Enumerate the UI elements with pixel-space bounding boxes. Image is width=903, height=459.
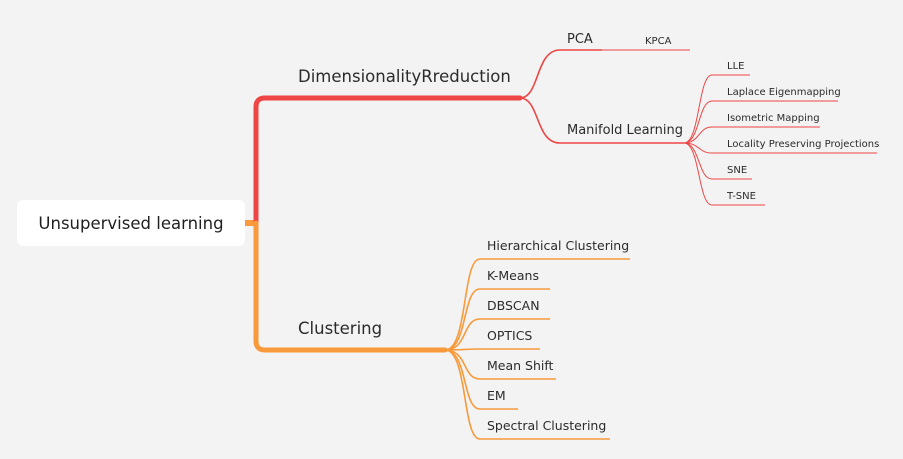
node-clustering[interactable]: Clustering xyxy=(298,319,383,338)
kmeans-connector xyxy=(444,288,550,351)
lpp-connector xyxy=(683,142,877,154)
node-sne[interactable]: SNE xyxy=(727,165,748,176)
node-locality-preserving-projections[interactable]: Locality Preserving Projections xyxy=(727,139,880,150)
spectral-connector xyxy=(444,349,610,440)
isometric-connector xyxy=(683,126,820,144)
node-t-sne[interactable]: T-SNE xyxy=(727,191,756,202)
clustering-trunk xyxy=(253,220,448,353)
tsne-connector xyxy=(683,142,765,206)
hierarchical-connector xyxy=(444,258,630,351)
node-kpca[interactable]: KPCA xyxy=(645,36,672,47)
node-k-means[interactable]: K-Means xyxy=(487,268,539,283)
node-lle[interactable]: LLE xyxy=(727,61,745,72)
optics-connector xyxy=(444,348,540,351)
node-laplace-eigenmapping[interactable]: Laplace Eigenmapping xyxy=(727,87,841,98)
dbscan-connector xyxy=(444,318,550,351)
laplace-connector xyxy=(683,100,838,144)
node-isometric-mapping[interactable]: Isometric Mapping xyxy=(727,113,820,124)
meanshift-connector xyxy=(444,349,556,380)
manifold-leaf-connectors xyxy=(683,74,877,206)
clustering-leaf-connectors xyxy=(444,258,630,440)
root-node[interactable]: Unsupervised learning xyxy=(17,200,245,246)
node-dbscan[interactable]: DBSCAN xyxy=(487,298,540,313)
node-manifold-learning[interactable]: Manifold Learning xyxy=(567,123,683,138)
node-spectral-clustering[interactable]: Spectral Clustering xyxy=(487,418,607,433)
pca-connector xyxy=(519,49,602,99)
root-label: Unsupervised learning xyxy=(38,213,224,233)
node-hierarchical-clustering[interactable]: Hierarchical Clustering xyxy=(487,238,630,253)
manifold-connector xyxy=(519,97,684,144)
dimensionality-trunk xyxy=(253,95,523,226)
node-mean-shift[interactable]: Mean Shift xyxy=(487,358,554,373)
node-optics[interactable]: OPTICS xyxy=(487,328,533,343)
lle-connector xyxy=(683,74,750,144)
node-pca[interactable]: PCA xyxy=(567,32,593,47)
sne-connector xyxy=(683,142,752,180)
node-dimensionality-reduction[interactable]: DimensionalityRreduction xyxy=(298,67,511,86)
node-em[interactable]: EM xyxy=(487,388,506,403)
